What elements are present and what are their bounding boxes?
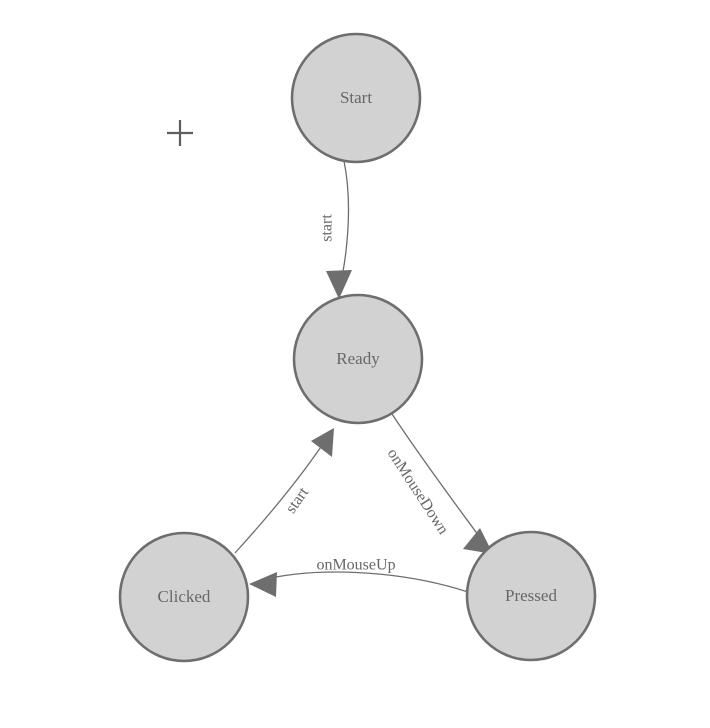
edge-path[interactable] [234,437,328,554]
arrowhead-icon [463,528,493,554]
edge-label-on-mouse-up: onMouseUp [316,557,395,574]
edge-path[interactable] [257,571,469,593]
edge-label-on-mouse-down: onMouseDown [384,446,452,538]
edge-label-start-to-ready: start [319,214,336,242]
arrowhead-icon [249,572,277,597]
node-start[interactable]: Start [290,32,422,164]
node-shape[interactable] [292,293,424,425]
node-label-pressed: Pressed [505,586,557,605]
node-shape[interactable] [465,530,597,662]
node-label-start: Start [340,88,372,107]
edge-path[interactable] [389,410,485,544]
node-ready[interactable]: Ready [292,293,424,425]
edge-label-start-clicked-ready: start [282,484,312,517]
edge-start-to-ready[interactable]: start [319,160,352,299]
node-label-clicked: Clicked [158,587,211,606]
nodes-layer: Start Ready Clicked Pressed [118,32,597,663]
edge-ready-to-pressed[interactable]: onMouseDown [384,410,493,554]
node-shape[interactable] [118,531,250,663]
node-clicked[interactable]: Clicked [118,531,250,663]
node-pressed[interactable]: Pressed [465,530,597,662]
arrowhead-icon [326,270,352,299]
node-label-ready: Ready [336,349,380,368]
crosshair-marker-icon [167,120,193,146]
edge-pressed-to-clicked[interactable]: onMouseUp [249,557,469,597]
node-shape[interactable] [290,32,422,164]
edge-clicked-to-ready[interactable]: start [234,428,334,554]
arrowhead-icon [311,428,334,457]
